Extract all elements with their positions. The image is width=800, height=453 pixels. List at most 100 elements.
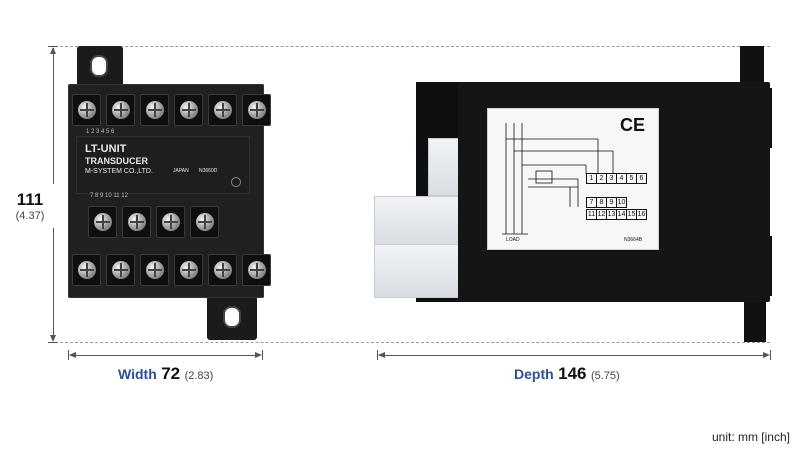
unit-note: unit: mm [inch] bbox=[711, 430, 790, 444]
screw-icon bbox=[213, 101, 232, 119]
terminal-11 bbox=[72, 254, 101, 286]
clear-cover-upper bbox=[428, 138, 460, 196]
series-name: LT-UNIT bbox=[85, 143, 127, 155]
terminal-6 bbox=[242, 94, 271, 126]
terminal-2 bbox=[106, 94, 135, 126]
terminal-7 bbox=[88, 206, 117, 238]
width-mm-value: 72 bbox=[161, 364, 181, 383]
side-rail-top bbox=[740, 46, 764, 86]
screw-icon bbox=[179, 261, 198, 279]
wiring-diagram-label: CE 1 2 3 4 5 6 7 8 9 10 11 12 13 bbox=[487, 108, 659, 250]
manufacturer: M-SYSTEM CO.,LTD. bbox=[85, 168, 153, 175]
country-of-origin: JAPAN bbox=[173, 168, 189, 174]
schematic-code: N3664B bbox=[624, 237, 643, 243]
screw-icon bbox=[213, 261, 232, 279]
depth-label: Depth 146 (5.75) bbox=[514, 364, 620, 384]
terminal-3 bbox=[140, 94, 169, 126]
clear-cover-base bbox=[374, 244, 460, 298]
top-mounting-bracket bbox=[77, 46, 123, 90]
screw-icon bbox=[127, 213, 146, 231]
side-rail-bottom bbox=[744, 298, 766, 342]
terminal-map-cell: 6 bbox=[636, 173, 647, 184]
terminal-map-cell: 16 bbox=[636, 209, 647, 220]
indicator-led-icon bbox=[231, 177, 241, 187]
terminal-1 bbox=[72, 94, 101, 126]
width-line bbox=[70, 355, 260, 356]
terminal-map-cell: 1 bbox=[586, 173, 597, 184]
device-label-plate: LT-UNIT TRANSDUCER M-SYSTEM CO.,LTD. JAP… bbox=[76, 136, 250, 194]
height-tick-bottom bbox=[48, 342, 58, 343]
terminal-4 bbox=[174, 94, 203, 126]
terminal-map-cell: 12 bbox=[596, 209, 607, 220]
terminal-map-cell: 15 bbox=[626, 209, 637, 220]
width-tick-left bbox=[68, 350, 69, 360]
terminal-map-cell: 14 bbox=[616, 209, 627, 220]
terminal-map-row-1: 1 2 3 4 5 6 bbox=[586, 173, 647, 184]
terminal-9 bbox=[156, 206, 185, 238]
ce-mark: CE bbox=[620, 115, 646, 135]
terminal-map-cell: 4 bbox=[616, 173, 627, 184]
top-terminal-numbers: 1 2 3 4 5 6 bbox=[86, 129, 115, 135]
height-line-upper bbox=[53, 48, 54, 184]
terminal-map-cell: 13 bbox=[606, 209, 617, 220]
terminal-map-cell: 9 bbox=[606, 197, 617, 208]
screw-icon bbox=[179, 101, 198, 119]
screw-icon bbox=[145, 101, 164, 119]
top-terminal-row bbox=[72, 94, 271, 126]
terminal-map-cell: 11 bbox=[586, 209, 597, 220]
screw-icon bbox=[195, 213, 214, 231]
bottom-terminal-row bbox=[72, 254, 271, 286]
depth-tick-left bbox=[377, 350, 378, 360]
depth-arrow-left bbox=[378, 352, 385, 358]
screw-icon bbox=[247, 261, 266, 279]
terminal-map-cell: 10 bbox=[616, 197, 627, 208]
screw-icon bbox=[93, 213, 112, 231]
screw-icon bbox=[111, 101, 130, 119]
top-extension-line bbox=[60, 46, 770, 47]
height-mm-value: 111 bbox=[16, 190, 44, 209]
terminal-15 bbox=[208, 254, 237, 286]
width-arrow-right bbox=[255, 352, 262, 358]
depth-line bbox=[379, 355, 768, 356]
terminal-map-cell: 8 bbox=[596, 197, 607, 208]
screw-icon bbox=[111, 261, 130, 279]
middle-terminal-row bbox=[88, 206, 219, 238]
bottom-extension-line bbox=[60, 342, 770, 343]
terminal-map-cell: 2 bbox=[596, 173, 607, 184]
terminal-12 bbox=[106, 254, 135, 286]
model-code: N3660D bbox=[199, 168, 218, 174]
wiring-diagram-icon bbox=[502, 123, 614, 235]
bottom-terminal-numbers: 7 8 9 10 11 12 bbox=[90, 193, 128, 199]
terminal-13 bbox=[140, 254, 169, 286]
depth-inch-value: (5.75) bbox=[590, 370, 620, 382]
terminal-5 bbox=[208, 94, 237, 126]
terminal-16 bbox=[242, 254, 271, 286]
height-inch-value: (4.37) bbox=[15, 210, 45, 222]
terminal-10 bbox=[190, 206, 219, 238]
load-label: LOAD bbox=[506, 237, 520, 243]
depth-arrow-right bbox=[763, 352, 770, 358]
screw-icon bbox=[77, 101, 96, 119]
terminal-map-row-3: 11 12 13 14 15 16 bbox=[586, 209, 647, 220]
screw-icon bbox=[145, 261, 164, 279]
terminal-map-row-2: 7 8 9 10 bbox=[586, 197, 627, 208]
clear-cover-lower bbox=[374, 196, 460, 246]
terminal-14 bbox=[174, 254, 203, 286]
screw-icon bbox=[77, 261, 96, 279]
width-arrow-left bbox=[69, 352, 76, 358]
screw-icon bbox=[247, 101, 266, 119]
width-word: Width bbox=[118, 366, 157, 382]
depth-word: Depth bbox=[514, 366, 554, 382]
terminal-map-cell: 7 bbox=[586, 197, 597, 208]
mounting-hole-top bbox=[90, 55, 108, 77]
terminal-8 bbox=[122, 206, 151, 238]
height-arrow-down bbox=[50, 335, 56, 342]
height-tick-top bbox=[48, 46, 58, 47]
screw-icon bbox=[161, 213, 180, 231]
height-line-lower bbox=[53, 228, 54, 340]
depth-tick-right bbox=[770, 350, 771, 360]
width-label: Width 72 (2.83) bbox=[118, 364, 213, 384]
height-arrow-up bbox=[50, 47, 56, 54]
width-tick-right bbox=[262, 350, 263, 360]
bottom-mounting-bracket bbox=[207, 292, 257, 340]
